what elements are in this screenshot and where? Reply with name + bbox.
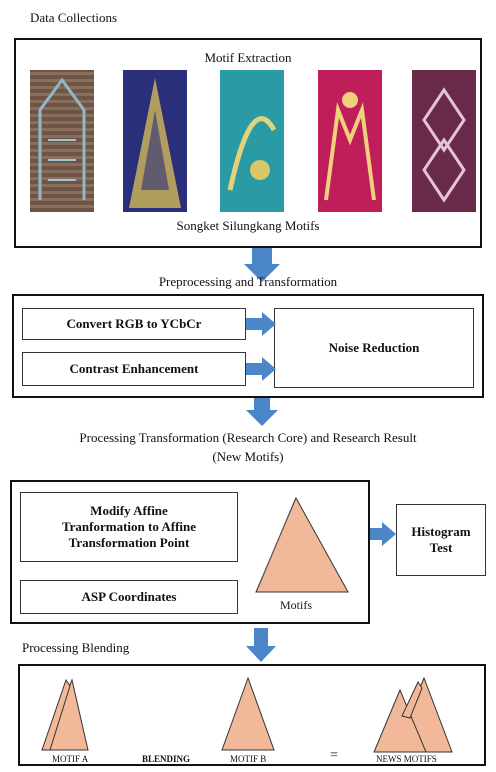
asp-coordinates-box: ASP Coordinates bbox=[20, 580, 238, 614]
arrow-right-2-icon bbox=[246, 357, 276, 381]
motif-pattern-3 bbox=[227, 116, 277, 191]
modify-affine-line2: Tranformation to Affine bbox=[61, 519, 197, 534]
processing-title-line1: Processing Transformation (Research Core… bbox=[79, 430, 417, 445]
motif-a-label: MOTIF A bbox=[52, 754, 89, 764]
modify-affine-line3: Transformation Point bbox=[68, 535, 190, 550]
arrow-down-1-icon bbox=[244, 248, 280, 282]
data-collections-title: Data Collections bbox=[30, 10, 118, 25]
modify-affine-line1: Modify Affine bbox=[90, 503, 168, 518]
convert-rgb-box: Convert RGB to YCbCr bbox=[22, 308, 246, 340]
motif-image-4 bbox=[318, 70, 382, 212]
motif-pattern-4 bbox=[324, 92, 376, 201]
new-motifs-triangles-icon bbox=[373, 676, 453, 753]
histogram-line1: Histogram bbox=[411, 524, 471, 539]
motif-a-triangle-icon bbox=[41, 678, 89, 751]
motif-image-2 bbox=[123, 70, 187, 212]
arrow-down-2-icon bbox=[246, 398, 278, 426]
modify-affine-box: Modify Affine Tranformation to Affine Tr… bbox=[20, 492, 238, 562]
motif-b-label: MOTIF B bbox=[230, 754, 267, 764]
noise-reduction-box: Noise Reduction bbox=[274, 308, 474, 388]
new-motifs-label: NEWS MOTIFS bbox=[376, 754, 437, 764]
motif-pattern-1 bbox=[38, 77, 86, 200]
contrast-enhancement-box: Contrast Enhancement bbox=[22, 352, 246, 386]
arrow-down-3-icon bbox=[246, 628, 276, 662]
equals-sign: = bbox=[330, 748, 338, 763]
motif-pattern-2 bbox=[129, 78, 181, 208]
arrow-right-3-icon bbox=[370, 522, 396, 546]
blending-title: Processing Blending bbox=[22, 640, 130, 655]
motif-image-1 bbox=[30, 70, 94, 212]
motifs-label: Motifs bbox=[280, 598, 313, 612]
processing-title-line2: (New Motifs) bbox=[212, 449, 284, 464]
histogram-test-box: Histogram Test bbox=[396, 504, 486, 576]
blending-label: BLENDING bbox=[142, 754, 191, 764]
motif-b-triangle-icon bbox=[221, 676, 275, 751]
histogram-line2: Test bbox=[429, 540, 453, 555]
motif-image-3 bbox=[220, 70, 284, 212]
motif-image-5 bbox=[412, 70, 476, 212]
preprocessing-title: Preprocessing and Transformation bbox=[158, 274, 338, 289]
songket-caption: Songket Silungkang Motifs bbox=[176, 218, 320, 233]
arrow-right-1-icon bbox=[246, 312, 276, 336]
motif-extraction-title: Motif Extraction bbox=[204, 50, 292, 65]
motif-pattern-5 bbox=[422, 87, 466, 203]
motif-triangle-icon bbox=[255, 496, 349, 593]
